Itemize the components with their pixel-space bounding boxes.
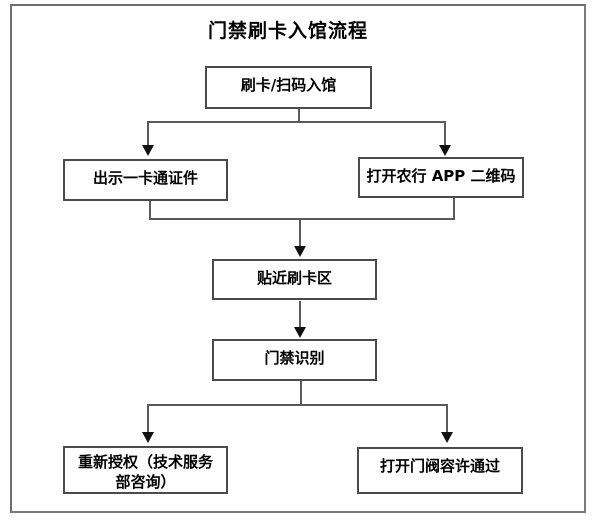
flow-node-gate-open-pass: 打开门阀容许通过: [357, 447, 523, 494]
flow-node-open-app-qrcode: 打开农行 APP 二维码: [358, 157, 524, 198]
flow-node-show-card: 出示一卡通证件: [63, 159, 228, 201]
flow-node-start-label: 刷卡/扫码入馆: [240, 76, 337, 94]
flow-node-show-card-label: 出示一卡通证件: [92, 169, 198, 187]
flow-node-approach-reader: 贴近刷卡区: [212, 259, 377, 300]
flowchart-title: 门禁刷卡入馆流程: [207, 20, 368, 42]
flow-node-reauthorize-label: 重新授权（技术服务部咨询）: [77, 453, 213, 492]
flow-node-start: 刷卡/扫码入馆: [205, 66, 372, 109]
flow-node-approach-reader-label: 贴近刷卡区: [256, 269, 332, 287]
flow-node-access-recognition-label: 门禁识别: [264, 349, 325, 367]
flow-node-reauthorize: 重新授权（技术服务部咨询）: [63, 446, 228, 494]
flow-node-access-recognition: 门禁识别: [212, 339, 377, 381]
flow-node-gate-open-pass-label: 打开门阀容许通过: [379, 457, 500, 475]
flow-node-open-app-qrcode-label: 打开农行 APP 二维码: [366, 167, 516, 185]
